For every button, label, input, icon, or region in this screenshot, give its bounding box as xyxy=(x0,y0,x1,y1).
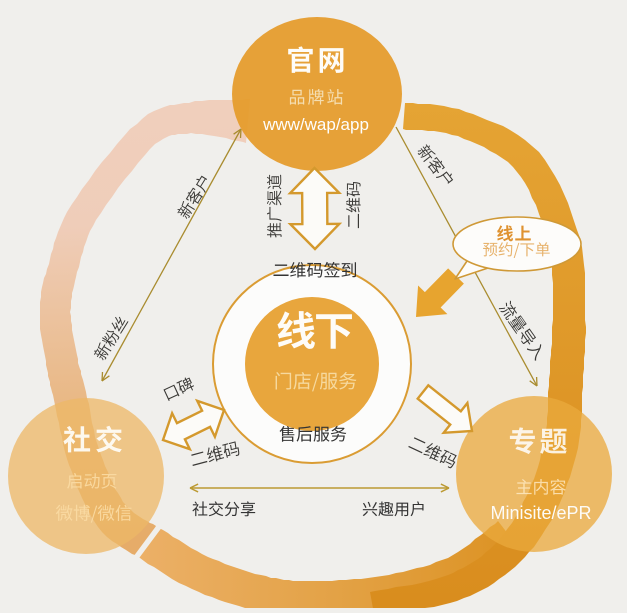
svg-text:www/wap/app: www/wap/app xyxy=(262,115,369,134)
svg-text:Minisite/ePR: Minisite/ePR xyxy=(490,503,591,523)
